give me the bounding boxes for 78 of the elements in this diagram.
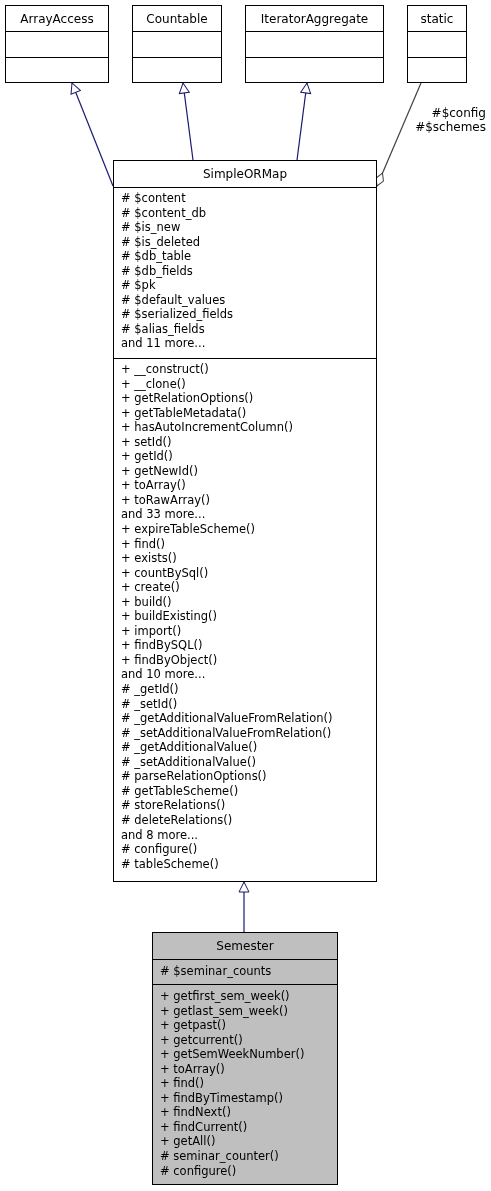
member-text: + getTableMetadata(): [121, 405, 247, 421]
member-text: # $content: [121, 191, 186, 206]
member-text: + __clone(): [121, 376, 186, 392]
member-text: # parseRelationOptions(): [121, 769, 267, 784]
member-text: # _getAdditionalValue(): [121, 740, 258, 755]
class-box: [245, 5, 384, 83]
member-text: + create(): [121, 580, 180, 595]
member-text: # configure(): [121, 842, 198, 857]
aggregation-connector: [375, 82, 422, 187]
class-name: Semester: [216, 939, 274, 953]
member-text: # $db_fields: [121, 263, 193, 279]
member-text: # seminar_counter(): [160, 1149, 279, 1164]
member-text: + findByObject(): [121, 652, 218, 668]
inheritance-arrow: [296, 82, 312, 161]
member-text: # deleteRelations(): [121, 812, 233, 828]
member-text: # $serialized_fields: [121, 307, 233, 322]
class-box: [407, 5, 467, 83]
class-box: [132, 5, 222, 83]
member-text: # _setId(): [121, 696, 178, 712]
member-text: + __construct(): [121, 362, 209, 377]
member-text: # $alias_fields: [121, 321, 205, 337]
member-text: # $db_table: [121, 249, 192, 264]
member-text: # getTableScheme(): [121, 783, 239, 799]
member-text: + getpast(): [160, 1018, 226, 1033]
class-box: [5, 5, 109, 83]
member-text: # _setAdditionalValue(): [121, 754, 256, 770]
member-text: + getcurrent(): [160, 1032, 243, 1048]
member-text: and 11 more...: [121, 336, 206, 351]
member-text: + findNext(): [160, 1105, 231, 1120]
member-text: # _setAdditionalValueFromRelation(): [121, 725, 332, 741]
member-text: + toArray(): [160, 1061, 225, 1077]
member-text: + findBySQL(): [121, 638, 203, 653]
member-text: # $is_deleted: [121, 234, 201, 250]
member-text: # _getAdditionalValueFromRelation(): [121, 711, 333, 726]
member-text: # storeRelations(): [121, 798, 226, 813]
member-text: # $content_db: [121, 205, 206, 221]
member-text: # configure(): [160, 1163, 237, 1179]
member-text: + find(): [160, 1076, 205, 1091]
member-text: + build(): [121, 594, 172, 610]
member-text: and 33 more...: [121, 507, 206, 522]
member-text: + toArray(): [121, 478, 186, 493]
member-text: and 10 more...: [121, 667, 206, 683]
member-text: + exists(): [121, 551, 177, 566]
member-text: and 8 more...: [121, 827, 199, 843]
member-text: + findCurrent(): [160, 1119, 248, 1135]
member-text: # _getId(): [121, 682, 179, 697]
class-name: SimpleORMap: [202, 167, 288, 181]
inheritance-arrow: [70, 82, 114, 187]
class-name: ArrayAccess: [20, 11, 94, 26]
member-text: # $pk: [121, 278, 156, 293]
member-text: + countBySql(): [121, 565, 209, 581]
member-text: # $seminar_counts: [160, 964, 272, 979]
member-text: + buildExisting(): [121, 609, 218, 624]
member-text: + setId(): [121, 434, 172, 450]
member-text: + getfirst_sem_week(): [160, 989, 290, 1004]
member-text: + findByTimestamp(): [160, 1090, 283, 1106]
member-text: # $default_values: [121, 292, 226, 308]
member-text: + hasAutoIncrementColumn(): [121, 420, 293, 435]
member-text: + find(): [121, 536, 166, 552]
member-text: + getRelationOptions(): [121, 391, 254, 406]
class-box: [113, 160, 377, 882]
class-name: IteratorAggregate: [260, 11, 369, 26]
member-text: # tableScheme(): [121, 856, 219, 872]
class-name: static: [420, 11, 454, 26]
inheritance-arrow: [178, 82, 194, 161]
member-text: + toRawArray(): [121, 492, 210, 508]
class-box: [152, 932, 338, 1185]
member-text: + getNewId(): [121, 463, 198, 479]
member-text: + expireTableScheme(): [121, 522, 255, 537]
member-text: + import(): [121, 623, 182, 639]
class-name: Countable: [146, 11, 208, 26]
member-text: + getSemWeekNumber(): [160, 1047, 305, 1062]
member-text: + getAll(): [160, 1134, 216, 1149]
inheritance-arrow: [238, 881, 250, 933]
member-text: + getlast_sem_week(): [160, 1003, 288, 1019]
member-text: + getId(): [121, 449, 173, 464]
member-text: # $is_new: [121, 220, 181, 235]
edge-label: #$config #$schemes: [414, 106, 486, 134]
